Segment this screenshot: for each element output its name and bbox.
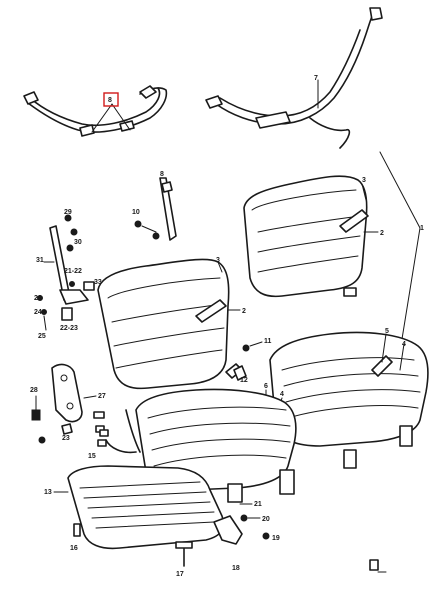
label-17: 17 xyxy=(176,571,184,578)
highlight-box xyxy=(103,92,119,107)
bolt-10: 10 xyxy=(132,209,160,240)
callout-1: 1 xyxy=(379,151,424,377)
label-16: 16 xyxy=(70,545,78,552)
label-10: 10 xyxy=(132,209,140,216)
label-1: 1 xyxy=(420,225,424,232)
seat-cushion-right: 5 4 xyxy=(269,328,429,469)
label-left-back-3: 3 xyxy=(216,257,220,264)
label-11: 11 xyxy=(264,338,272,345)
left-parts-cluster: 29 30 31 21-22 33 26 24 25 22-23 27 28 xyxy=(30,209,109,460)
label-buckle-4: 4 xyxy=(280,391,284,398)
label-8-highlighted: 8 xyxy=(108,97,112,104)
seat-back-right: 3 2 xyxy=(243,175,384,298)
label-33: 33 xyxy=(94,279,102,286)
label-19: 19 xyxy=(272,535,280,542)
label-26: 26 xyxy=(34,295,42,302)
label-12: 12 xyxy=(240,377,248,384)
bracket-8: 8 xyxy=(159,171,177,241)
part-11: 11 12 xyxy=(233,338,272,384)
label-27: 27 xyxy=(98,393,106,400)
label-left-back-2: 2 xyxy=(242,308,246,315)
label-31: 31 xyxy=(36,257,44,264)
label-right-back-3: 3 xyxy=(362,177,366,184)
label-right-cushion-4: 4 xyxy=(402,341,406,348)
label-7: 7 xyxy=(314,75,318,82)
seat-belt-right: 7 xyxy=(205,7,383,149)
label-18: 18 xyxy=(232,565,240,572)
seat-belt-harness-left: 8 xyxy=(23,85,168,137)
label-22-23: 22-23 xyxy=(60,325,78,332)
label-buckle-6: 6 xyxy=(264,383,268,390)
label-21: 21 xyxy=(254,501,262,508)
label-28: 28 xyxy=(30,387,38,394)
label-20: 20 xyxy=(262,516,270,523)
label-15: 15 xyxy=(88,453,96,460)
label-25: 25 xyxy=(38,333,46,340)
label-right-cushion-5: 5 xyxy=(385,328,389,335)
label-21-22: 21-22 xyxy=(64,268,82,275)
label-29: 29 xyxy=(64,209,72,216)
label-13: 13 xyxy=(44,489,52,496)
label-30: 30 xyxy=(74,239,82,246)
label-23: 23 xyxy=(62,435,70,442)
seat-back-left: 3 2 xyxy=(97,257,246,390)
label-right-back-2: 2 xyxy=(380,230,384,237)
label-24: 24 xyxy=(34,309,42,316)
lower-hardware: 13 16 17 20 19 18 21 xyxy=(44,489,387,578)
label-bracket-8: 8 xyxy=(160,171,164,178)
seat-frame-left xyxy=(67,409,295,550)
